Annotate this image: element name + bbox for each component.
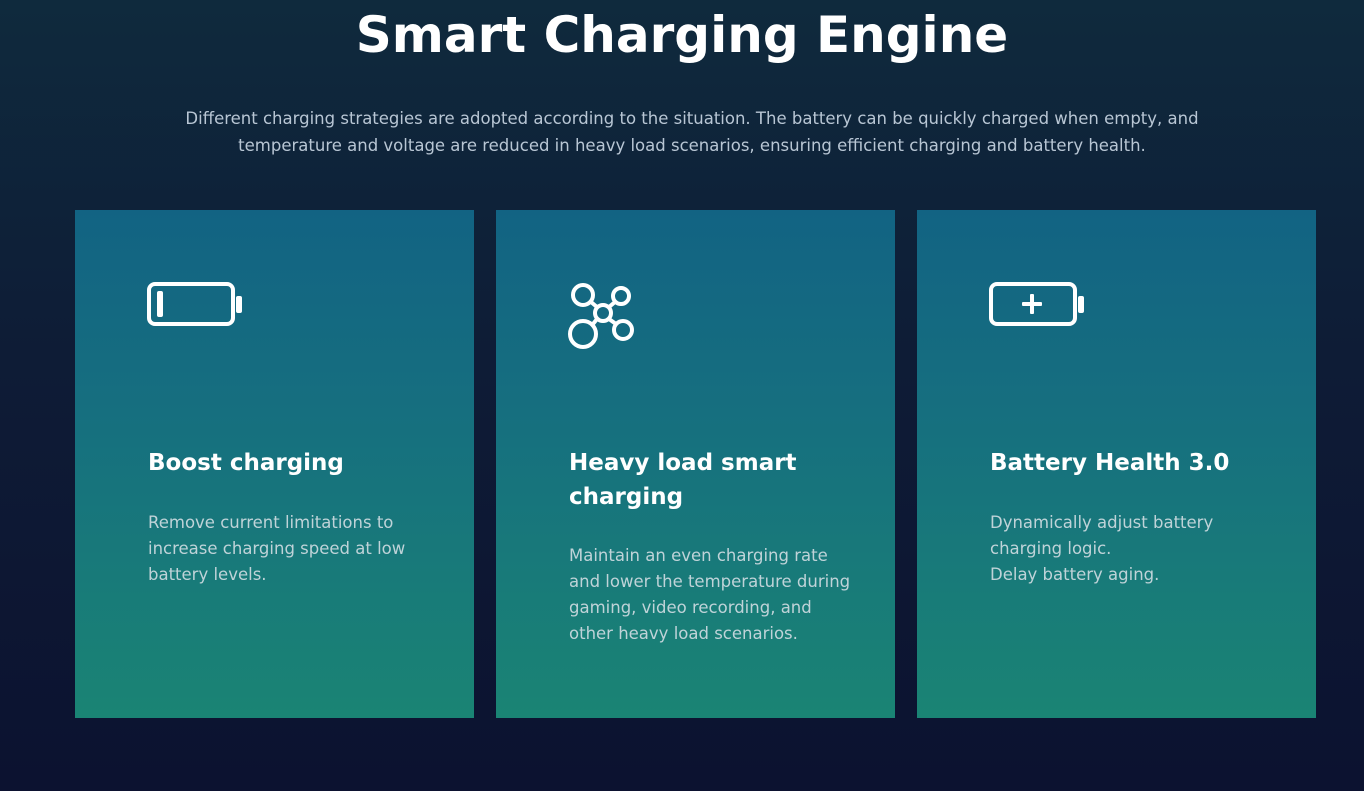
card-heavy-load-charging: Heavy load smart charging Maintain an ev… [496, 210, 895, 718]
card-description-line: Maintain an even charging rate and lower… [569, 546, 851, 643]
card-description-line: Remove current limitations to increase c… [148, 513, 406, 584]
card-battery-health: Battery Health 3.0 Dynamically adjust ba… [917, 210, 1316, 718]
card-description-line: Dynamically adjust battery charging logi… [990, 513, 1214, 558]
command-key-icon [568, 280, 668, 350]
card-title: Boost charging [148, 450, 344, 476]
card-title: Heavy load smart charging [569, 450, 797, 510]
page-title: Smart Charging Engine [355, 6, 1009, 64]
card-description: Maintain an even charging rate and lower… [569, 543, 859, 647]
battery-plus-icon [989, 280, 1089, 350]
card-description: Dynamically adjust battery charging logi… [990, 510, 1280, 588]
page-subtitle: Different charging strategies are adopte… [185, 109, 1199, 155]
card-title: Battery Health 3.0 [990, 450, 1230, 476]
card-description: Remove current limitations to increase c… [148, 510, 438, 588]
battery-low-icon [147, 280, 247, 350]
card-description-line: Delay battery aging. [990, 565, 1160, 584]
card-boost-charging: Boost charging Remove current limitation… [75, 210, 474, 718]
feature-cards: Boost charging Remove current limitation… [75, 210, 1316, 718]
